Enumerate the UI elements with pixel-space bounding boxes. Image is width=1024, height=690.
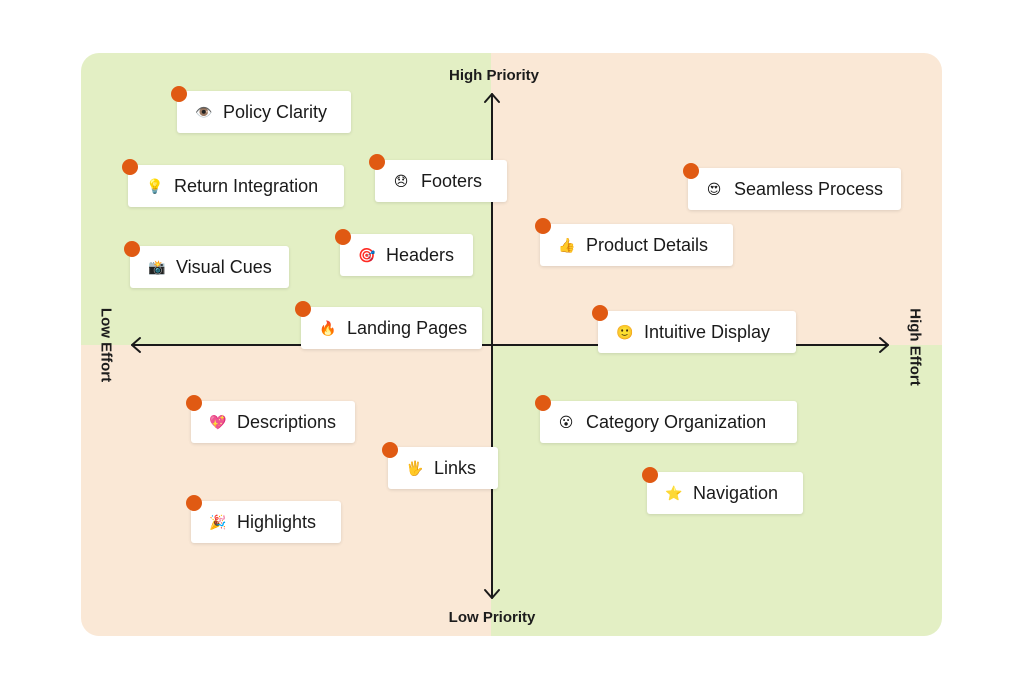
eye-icon: 👁️	[195, 103, 213, 120]
card-label: Highlights	[237, 511, 317, 532]
card-label: Headers	[386, 244, 455, 265]
axis-label-low-effort: Low Effort	[97, 307, 115, 383]
card-return-integration[interactable]: 💡 Return Integration	[128, 165, 344, 207]
axis-label-low-priority: Low Priority	[448, 609, 536, 626]
card-label: Footers	[421, 170, 483, 191]
card-seamless-process[interactable]: 😍 Seamless Process	[688, 168, 901, 210]
axis-label-high-priority: High Priority	[448, 67, 540, 84]
marker-dot	[295, 301, 311, 317]
camera-icon: 📸	[148, 258, 166, 275]
card-links[interactable]: 🖐️ Links	[388, 447, 498, 489]
axis-label-high-effort: High Effort	[906, 308, 924, 386]
marker-dot	[122, 159, 138, 175]
marker-dot	[535, 218, 551, 234]
marker-dot	[369, 154, 385, 170]
marker-dot	[683, 163, 699, 179]
card-policy-clarity[interactable]: 👁️ Policy Clarity	[177, 91, 351, 133]
card-label: Product Details	[586, 234, 709, 255]
marker-dot	[642, 467, 658, 483]
party-popper-icon: 🎉	[209, 513, 227, 530]
card-label: Descriptions	[237, 411, 337, 432]
card-label: Return Integration	[174, 175, 319, 196]
card-label: Landing Pages	[347, 317, 468, 338]
card-footers[interactable]: 😞 Footers	[375, 160, 507, 202]
heart-eyes-icon: 😍	[706, 180, 722, 197]
disappointed-face-icon: 😞	[393, 172, 409, 189]
target-icon: 🎯	[358, 246, 376, 263]
card-label: Category Organization	[586, 411, 767, 432]
card-label: Navigation	[693, 482, 779, 503]
star-icon: ⭐	[665, 484, 683, 501]
card-label: Visual Cues	[176, 256, 272, 277]
marker-dot	[592, 305, 608, 321]
card-label: Intuitive Display	[644, 321, 771, 342]
lightbulb-icon: 💡	[146, 177, 164, 194]
card-category-organization[interactable]: 😮 Category Organization	[540, 401, 797, 443]
card-descriptions[interactable]: 💖 Descriptions	[191, 401, 355, 443]
sparkling-heart-icon: 💖	[209, 413, 227, 430]
marker-dot	[382, 442, 398, 458]
thumbs-up-icon: 👍	[558, 236, 576, 253]
card-headers[interactable]: 🎯 Headers	[340, 234, 473, 276]
card-navigation[interactable]: ⭐ Navigation	[647, 472, 803, 514]
card-label: Seamless Process	[734, 178, 884, 199]
fire-icon: 🔥	[319, 319, 337, 336]
raised-hand-icon: 🖐️	[406, 459, 424, 476]
marker-dot	[171, 86, 187, 102]
surprised-face-icon: 😮	[558, 413, 574, 430]
card-label: Links	[434, 457, 477, 478]
quadrant-low-effort-low-priority	[81, 345, 491, 636]
card-label: Policy Clarity	[223, 101, 328, 122]
marker-dot	[186, 395, 202, 411]
priority-matrix-board	[81, 53, 942, 636]
smiling-face-icon: 🙂	[616, 323, 634, 340]
marker-dot	[186, 495, 202, 511]
marker-dot	[335, 229, 351, 245]
marker-dot	[124, 241, 140, 257]
marker-dot	[535, 395, 551, 411]
card-visual-cues[interactable]: 📸 Visual Cues	[130, 246, 289, 288]
card-product-details[interactable]: 👍 Product Details	[540, 224, 733, 266]
card-intuitive-display[interactable]: 🙂 Intuitive Display	[598, 311, 796, 353]
card-landing-pages[interactable]: 🔥 Landing Pages	[301, 307, 482, 349]
card-highlights[interactable]: 🎉 Highlights	[191, 501, 341, 543]
